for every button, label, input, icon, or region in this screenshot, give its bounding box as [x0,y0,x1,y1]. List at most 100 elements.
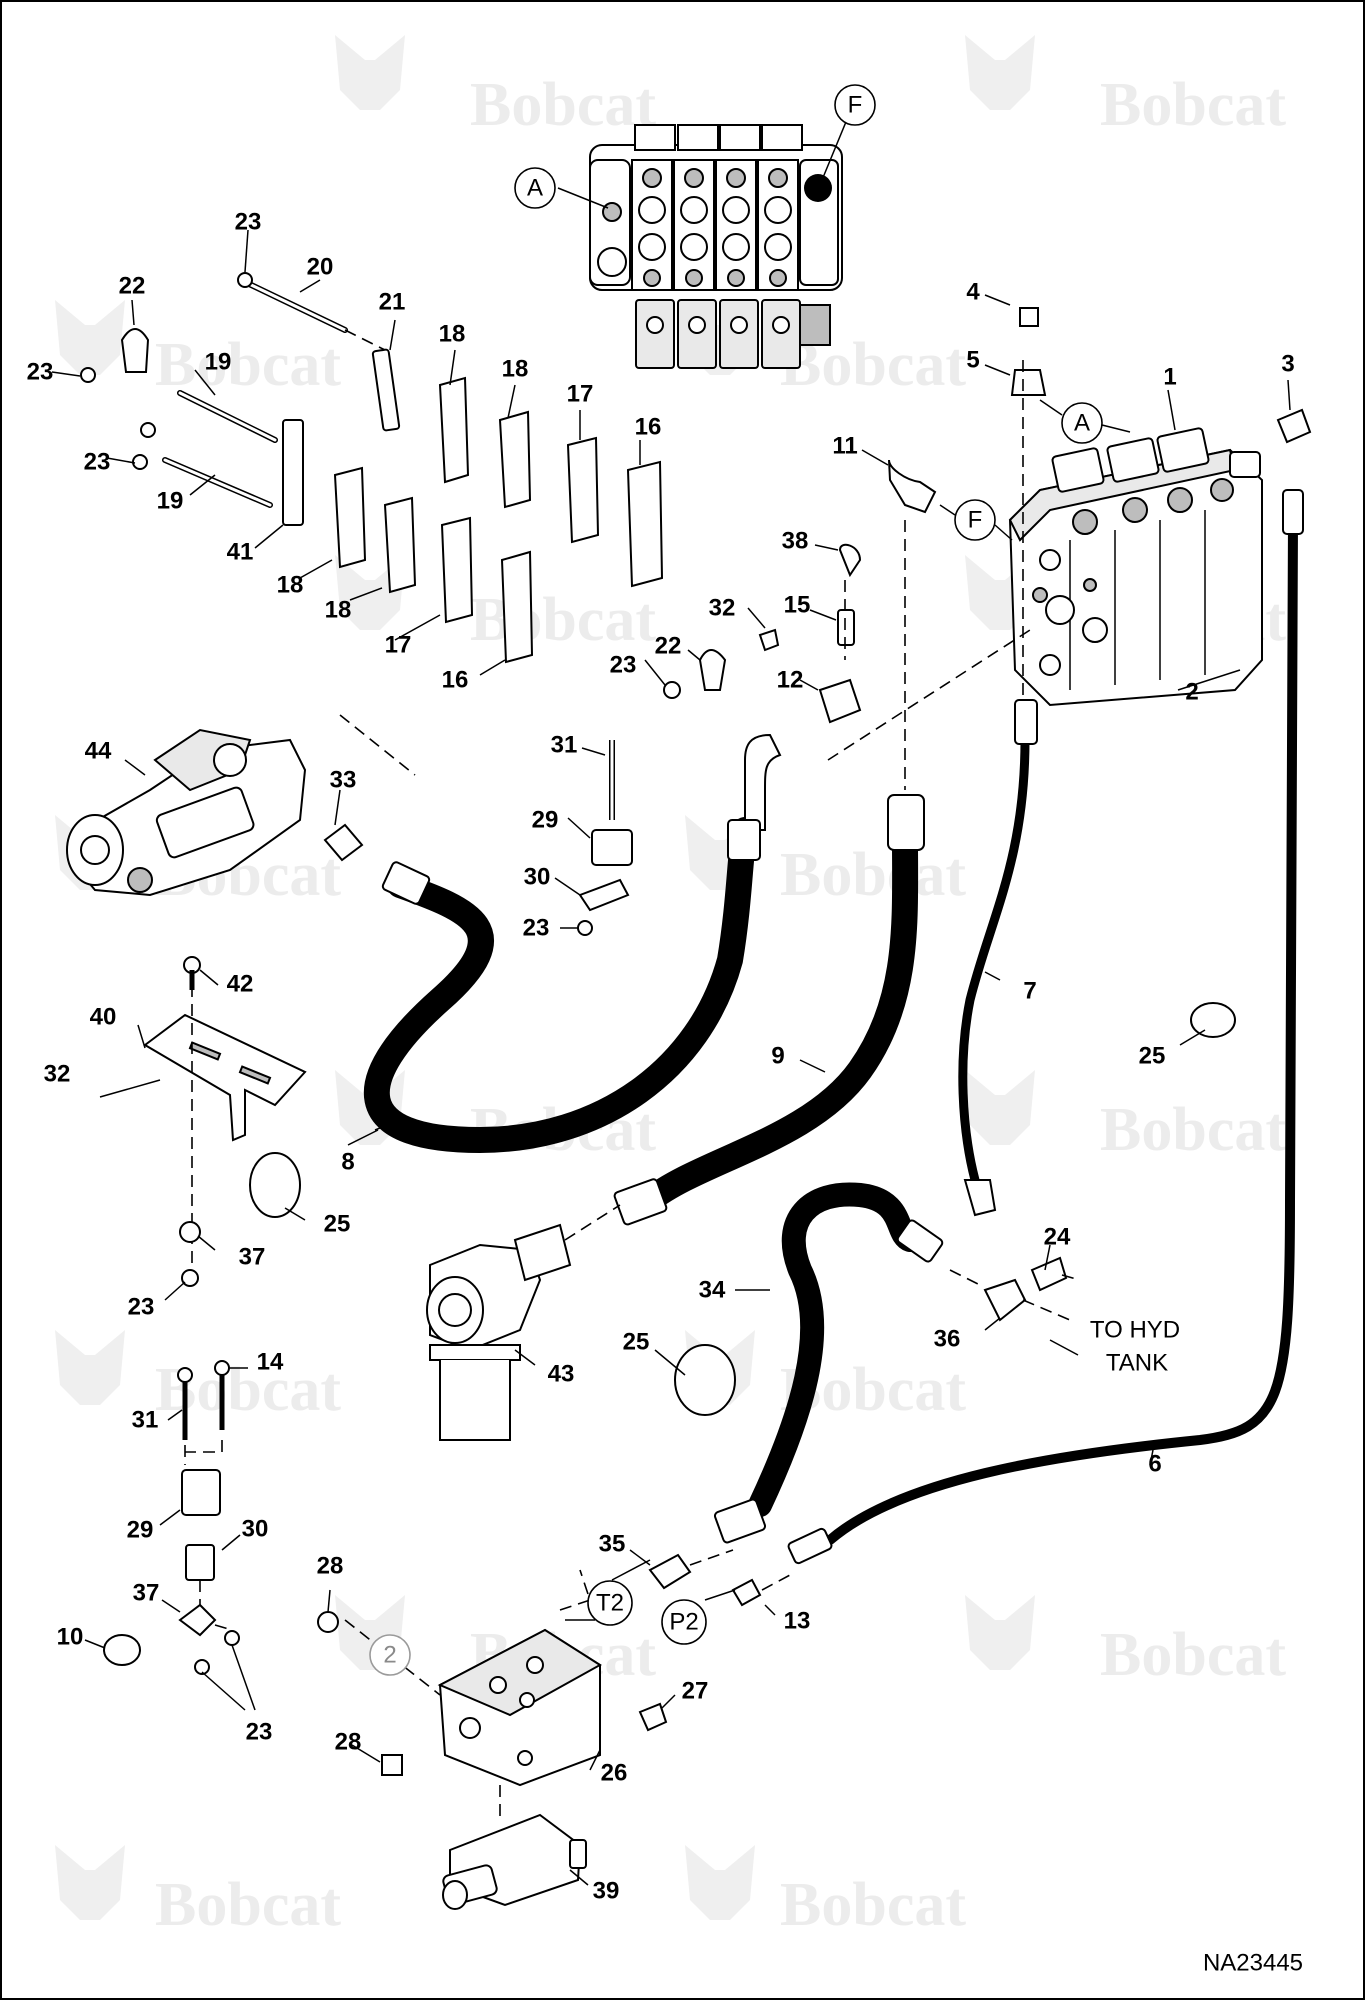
circle-label-2: 2 [369,1634,411,1676]
watermark-text: Bobcat [1100,1621,1286,1689]
part-label: 19 [157,487,184,514]
svg-text:F: F [848,91,863,118]
part-label: 18 [502,355,529,382]
part-label: 1 [1163,363,1176,390]
bobcat-logo-icon [55,300,125,375]
part-label: 2 [1185,678,1198,705]
part-label: 40 [90,1003,117,1030]
tank-note-line-1: TO HYD [1090,1316,1180,1343]
part-label: 33 [330,766,357,793]
part-label: 37 [239,1243,266,1270]
part-label: 31 [551,731,578,758]
part-label: 23 [84,448,111,475]
part-label: 41 [227,538,254,565]
part-label: 23 [523,914,550,941]
part-label: 23 [246,1718,273,1745]
part-label: 16 [635,413,662,440]
part-label: 32 [709,594,736,621]
part-label: 14 [257,1348,284,1375]
part-label: 9 [771,1042,784,1069]
watermark-text: Bobcat [780,841,966,909]
part-label: 24 [1044,1223,1071,1250]
watermark-text: Bobcat [155,331,341,399]
part-label: 38 [782,527,809,554]
watermark-text: Bobcat [470,71,656,139]
bobcat-logo-icon [55,1330,125,1405]
part-label: 42 [227,970,254,997]
part-label: 25 [324,1210,351,1237]
part-label: 17 [385,631,412,658]
svg-text:A: A [1074,409,1090,436]
part-label: 30 [242,1515,269,1542]
bobcat-logo-icon [965,1070,1035,1145]
bobcat-logo-icon [335,35,405,110]
control-valve-inset [557,116,849,369]
part-label: 22 [655,632,682,659]
watermark-text: Bobcat [1100,71,1286,139]
part-label: 23 [610,651,637,678]
svg-text:2: 2 [383,1641,396,1668]
part-label: 26 [601,1759,628,1786]
hose-7 [958,735,1030,1185]
leader-lines [51,229,1291,1886]
dashed-connections [339,360,1081,1591]
part-label: 31 [132,1406,159,1433]
part-label: 32 [44,1060,71,1087]
part-label: 20 [307,253,334,280]
part-label: 39 [593,1877,620,1904]
hose-8-highlight [373,827,748,1143]
part-label: 16 [442,666,469,693]
tank-note-line-2: TANK [1106,1349,1168,1376]
svg-text:P2: P2 [669,1608,698,1635]
part-label: 30 [524,863,551,890]
part-label: 13 [784,1607,811,1634]
svg-text:A: A [527,174,543,201]
part-label: 12 [777,666,804,693]
part-label: 19 [205,348,232,375]
part-label: 15 [784,591,811,618]
part-label: 6 [1148,1450,1161,1477]
part-label: 17 [567,380,594,407]
watermark-text: Bobcat [780,1871,966,1939]
circle-label-A-valve: A [1039,399,1131,444]
part-label: 44 [85,737,112,764]
part-label: 21 [379,288,406,315]
part-label: 34 [699,1276,726,1303]
svg-text:F: F [968,506,983,533]
bobcat-logo-icon [965,1595,1035,1670]
control-valve-assembly [1008,427,1263,707]
filter-housing [426,1223,572,1441]
part-label: 11 [832,432,857,459]
part-label: 28 [317,1552,344,1579]
bobcat-logo-icon [965,35,1035,110]
small-fittings [317,307,1312,1776]
part-label: 22 [119,272,146,299]
part-label: 27 [682,1677,709,1704]
hose-6 [825,515,1298,1545]
part-label: 5 [966,346,979,373]
part-label: 23 [27,358,54,385]
circle-label-F-valve: F [939,499,1013,541]
part-number-labels: 23 20 22 23 19 21 18 18 17 16 23 19 41 1… [27,208,1295,1904]
hose-clamp-parts [80,272,664,664]
small-clamp-stack [103,1360,256,1711]
hydraulic-pump [66,728,307,897]
watermark-text: Bobcat [1100,1096,1286,1164]
part-label: 28 [335,1728,362,1755]
part-label: 23 [128,1293,155,1320]
watermark-text: Bobcat [155,1871,341,1939]
circle-label-T2: T2 [565,1559,651,1626]
bobcat-logo-icon [685,1845,755,1920]
part-label: 18 [277,571,304,598]
part-label: 10 [57,1623,84,1650]
part-label: 35 [599,1530,626,1557]
hose-9 [637,827,919,1213]
hose-34 [748,1182,922,1517]
part-label: 4 [966,278,980,305]
part-label: 18 [325,596,352,623]
part-label: 37 [133,1579,160,1606]
tank-note: TO HYD TANK [1090,1316,1180,1376]
hose-8 [363,817,758,1153]
